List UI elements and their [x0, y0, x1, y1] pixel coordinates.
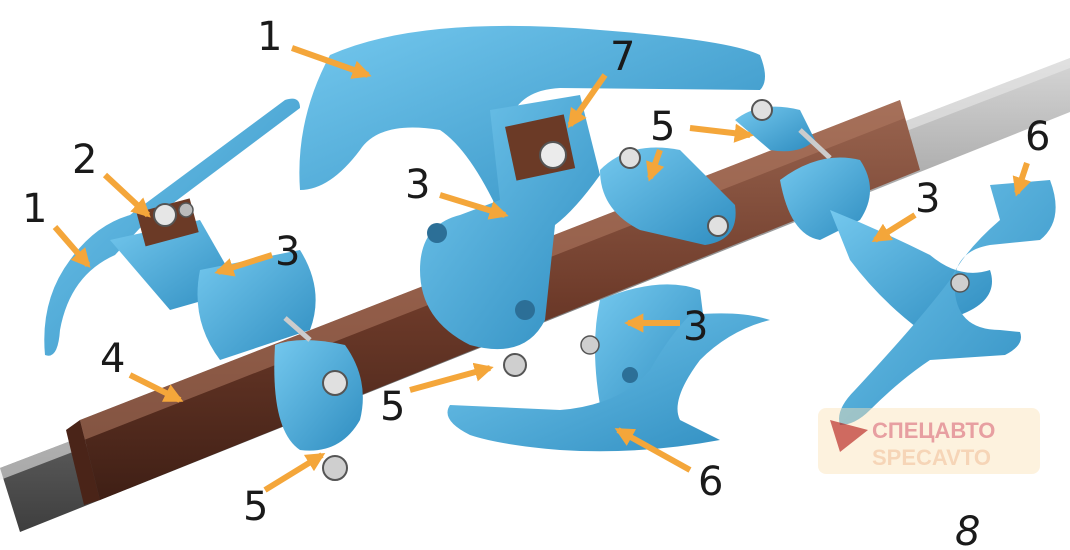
callout-1-top: 1: [257, 14, 282, 60]
callout-6-right: 6: [1025, 114, 1050, 160]
callout-2: 2: [72, 137, 97, 183]
callout-3-left: 3: [275, 229, 300, 275]
right-hook: [839, 180, 1056, 425]
callout-8: 8: [955, 509, 980, 550]
callout-3-center: 3: [405, 162, 430, 208]
watermark-logo: СПЕЦАВТО SPECAVTO: [818, 408, 1040, 474]
watermark-line2: SPECAVTO: [872, 445, 991, 470]
callout-5-bottom-left: 5: [243, 484, 268, 530]
callout-4: 4: [100, 336, 125, 382]
callout-6-bottom: 6: [698, 459, 723, 505]
watermark-line1: СПЕЦАВТО: [872, 418, 995, 443]
callout-7: 7: [610, 34, 635, 80]
callout-3-right: 3: [915, 176, 940, 222]
callout-5-top-center: 5: [650, 104, 675, 150]
callout-5-lower-center: 5: [380, 384, 405, 430]
callout-3-lower: 3: [683, 304, 708, 350]
callout-1-left: 1: [22, 186, 47, 232]
